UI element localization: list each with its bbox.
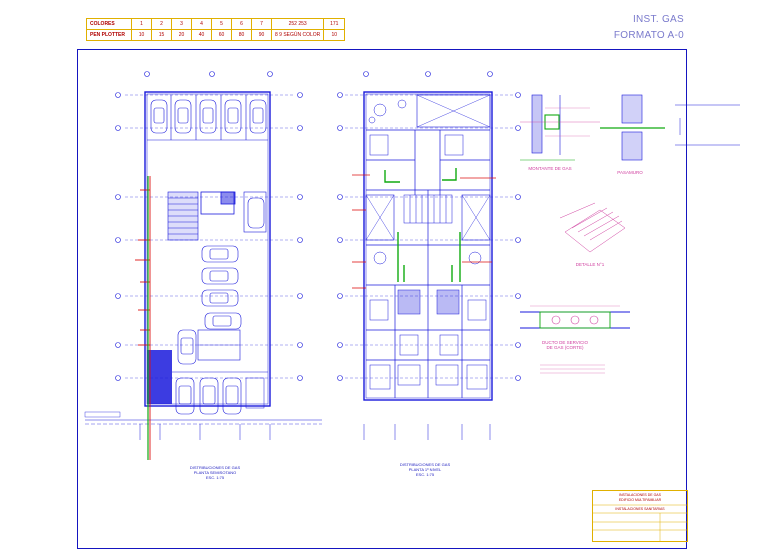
detail-n1 xyxy=(559,202,626,253)
plan-right-scale: ESC. 1:75 xyxy=(415,472,435,477)
detail-ducto-caption-line2: DE GAS (CORTE) xyxy=(546,345,584,350)
plan-nivel-1 xyxy=(337,71,521,440)
legend-row-colores: COLORES 1 2 3 4 5 6 7 252 253 171 xyxy=(86,18,346,30)
detail-ducto-caption-line1: DUCTO DE SERVICIO xyxy=(541,340,589,345)
title-block-line2: EDIFICIO MULTIFAMILIAR xyxy=(618,498,662,502)
title-block-line1: INSTALACIONES DE GAS xyxy=(619,493,661,497)
furniture-icon xyxy=(368,99,407,124)
car-icon xyxy=(177,197,265,365)
detail-ducto xyxy=(520,305,630,374)
plan-right-caption-line1: DISTRIBUCIONES DE GAS xyxy=(399,462,451,467)
plan-right-caption-line2: PLANTA 1º NIVEL xyxy=(408,467,442,472)
plan-semisotano xyxy=(84,71,322,440)
detail-pasamuro-caption: PASAMURO xyxy=(617,170,643,175)
plan-right-caption: DISTRIBUCIONES DE GAS PLANTA 1º NIVEL ES… xyxy=(370,462,480,477)
ramp-hatch xyxy=(147,350,172,404)
elevator-icon xyxy=(220,191,236,205)
plan-left-scale: ESC. 1:75 xyxy=(205,475,225,480)
stair-icon xyxy=(403,194,453,224)
sheet-format: FORMATO A-0 xyxy=(613,30,684,41)
car-icon xyxy=(175,377,242,415)
detail-ducto-caption: DUCTO DE SERVICIO DE GAS (CORTE) xyxy=(525,340,605,350)
pen-color-legend: COLORES 1 2 3 4 5 6 7 252 253 171 PEN PL… xyxy=(86,18,346,41)
title-block-grid xyxy=(592,504,688,542)
car-icon xyxy=(150,99,267,134)
legend-row-plotter: PEN PLOTTER 10 15 20 40 60 80 90 8 9 SEG… xyxy=(86,29,346,41)
legend-cell: 10 xyxy=(323,29,346,41)
title-block-line3: INSTALACIONES SANITARIAS xyxy=(615,507,665,511)
plan-left-caption-line1: DISTRIBUCIONES DE GAS xyxy=(189,465,241,470)
detail-pasamuro xyxy=(600,94,740,161)
title-block: INSTALACIONES DE GAS EDIFICIO MULTIFAMIL… xyxy=(592,490,688,542)
plan-left-caption: DISTRIBUCIONES DE GAS PLANTA SEMISOTANO … xyxy=(160,465,270,480)
legend-cell: 15 xyxy=(151,29,172,41)
gas-lines-right xyxy=(352,174,496,289)
legend-cell: 10 xyxy=(131,29,152,41)
grid-bubbles xyxy=(115,71,303,381)
plan-left-caption-line2: PLANTA SEMISOTANO xyxy=(193,470,237,475)
detail-montante-caption: MONTANTE DE GAS xyxy=(528,166,572,171)
legend-cell: 40 xyxy=(191,29,212,41)
parking-bays-top xyxy=(147,95,268,141)
sheet-title: INST. GAS xyxy=(632,14,684,25)
detail-n1-caption: DETALLE N°1 xyxy=(575,262,605,267)
stair-icon xyxy=(167,191,199,241)
furniture-icon xyxy=(369,134,488,390)
legend-cell: 8 9 SEGÚN COLOR xyxy=(270,29,325,41)
detail-montante xyxy=(520,94,600,161)
gas-pipe-right xyxy=(384,168,461,282)
